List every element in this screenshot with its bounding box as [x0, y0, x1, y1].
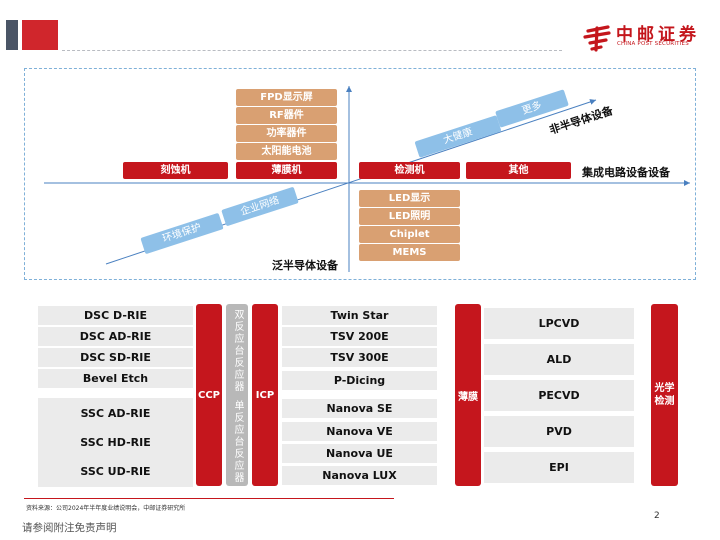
film-item: PECVD: [484, 380, 634, 411]
lower-item: LED显示: [359, 190, 460, 207]
lower-item: Chiplet: [359, 226, 460, 243]
icp-item: P-Dicing: [282, 371, 437, 390]
disclaimer-link[interactable]: 请参阅附注免责声明: [22, 522, 117, 534]
optical-inspection-text: 光学检测: [654, 383, 675, 407]
icp-item: Twin Star: [282, 306, 437, 325]
x-axis-label: 集成电路设备设备: [582, 166, 670, 179]
icp-item: Nanova SE: [282, 399, 437, 418]
ccp-item: DSC D-RIE: [38, 306, 193, 325]
icp-item: TSV 200E: [282, 327, 437, 346]
reactor-bar: 双反应台反应器 单反应台反应器: [226, 304, 248, 486]
upper-item: RF器件: [236, 107, 337, 124]
source-divider: [24, 498, 394, 499]
icp-label: ICP: [252, 304, 278, 486]
icp-item: Nanova LUX: [282, 466, 437, 485]
axis-item-etch: 刻蚀机: [123, 162, 228, 179]
ccp-item: Bevel Etch: [38, 369, 193, 388]
logo-cn-text: 中邮证券: [616, 25, 700, 45]
upper-item: 功率器件: [236, 125, 337, 142]
film-item: LPCVD: [484, 308, 634, 339]
page-number: 2: [654, 511, 660, 521]
film-item: PVD: [484, 416, 634, 447]
lower-item: LED照明: [359, 208, 460, 225]
source-note: 资料来源：公司2024年半年度业绩说明会，中邮证券研究所: [26, 505, 186, 512]
optical-inspection-label: 光学检测: [651, 304, 678, 486]
lower-item: MEMS: [359, 244, 460, 261]
header-block-red: [22, 20, 58, 50]
quadrant-frame: [24, 68, 696, 280]
film-item: EPI: [484, 452, 634, 483]
film-label: 薄膜: [455, 304, 481, 486]
axis-item-film: 薄膜机: [236, 162, 337, 179]
header-block-dark: [6, 20, 18, 50]
icp-item: Nanova VE: [282, 422, 437, 441]
china-post-logo-icon: [583, 25, 611, 52]
single-reactor-label: 单反应台反应器: [232, 400, 243, 484]
upper-item: 太阳能电池: [236, 143, 337, 160]
icp-item: TSV 300E: [282, 348, 437, 367]
axis-item-other: 其他: [466, 162, 571, 179]
icp-item: Nanova UE: [282, 444, 437, 463]
ccp-item: DSC AD-RIE: [38, 327, 193, 346]
ccp-item: SSC HD-RIE: [38, 427, 193, 458]
ccp-item: DSC SD-RIE: [38, 348, 193, 367]
axis-item-inspection: 检测机: [359, 162, 460, 179]
ccp-label: CCP: [196, 304, 222, 486]
y-axis-label-bottom: 泛半导体设备: [272, 259, 338, 272]
logo-en-text: CHINA POST SECURITIES: [617, 41, 689, 47]
header-divider: [62, 50, 562, 51]
dual-reactor-label: 双反应台反应器: [232, 309, 243, 393]
ccp-item: SSC AD-RIE: [38, 398, 193, 429]
upper-item: FPD显示屏: [236, 89, 337, 106]
ccp-item: SSC UD-RIE: [38, 456, 193, 487]
film-item: ALD: [484, 344, 634, 375]
